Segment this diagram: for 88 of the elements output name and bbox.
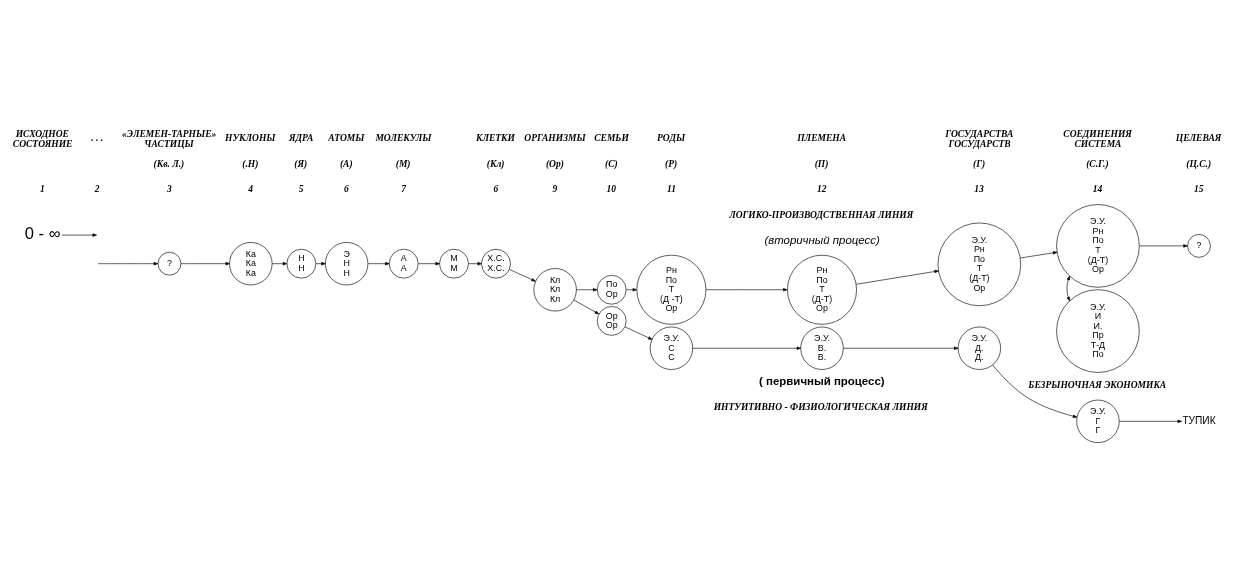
label: ПЛЕМЕНА	[797, 133, 847, 144]
arrow	[180, 262, 230, 266]
node-circle: Ка Ка Ка	[229, 242, 273, 286]
label: 2	[94, 184, 100, 195]
arrow	[509, 269, 536, 282]
label: (Ор)	[545, 158, 564, 169]
arrow	[271, 262, 288, 266]
label: ИСХОДНОЕ СОСТОЯНИЕ	[12, 129, 73, 149]
label: СЕМЬИ	[594, 133, 629, 144]
label: АТОМЫ	[328, 133, 365, 144]
node-circle: Э.У. В. В.	[800, 326, 844, 370]
node-circle: Э.У. Д. Д.	[957, 326, 1001, 370]
node-circle: По Ор	[596, 275, 627, 305]
label: 12	[816, 184, 827, 195]
arrow	[1139, 244, 1188, 248]
node-circle: Н Н	[286, 248, 317, 279]
arrow	[97, 262, 159, 266]
label: 15	[1193, 184, 1204, 195]
label: МОЛЕКУЛЫ	[375, 133, 432, 144]
label: ЦЕЛЕВАЯ	[1175, 133, 1222, 144]
label: БЕЗРЫНОЧНАЯ ЭКОНОМИКА	[1028, 379, 1167, 390]
node-circle: М М	[439, 248, 469, 279]
label: ГОСУДАРСТВА ГОСУДАРСТВ	[945, 129, 1014, 149]
label: 13	[974, 184, 984, 195]
node-circle: Э.У. Г Г	[1076, 399, 1120, 443]
label: 9	[552, 184, 558, 195]
arrow	[1020, 251, 1058, 259]
label: (.Н)	[242, 158, 259, 169]
label: РОДЫ	[657, 133, 686, 144]
label: 5	[298, 184, 304, 195]
label: 3	[166, 184, 172, 195]
arrow	[315, 262, 326, 266]
node-circle: Рн По Т (Д-Т) Ор	[787, 254, 857, 325]
label: КЛЕТКИ	[475, 133, 515, 144]
arrow	[692, 346, 802, 350]
label: «ЭЛЕМЕН-ТАРНЫЕ» ЧАСТИЦЫ	[122, 129, 217, 149]
label: НУКЛОНЫ	[225, 133, 276, 144]
arrow	[573, 299, 600, 315]
label: ОРГАНИЗМЫ	[524, 133, 586, 144]
arrow	[468, 262, 482, 266]
arrow	[705, 288, 788, 292]
label: 7	[401, 184, 406, 195]
label: (Я)	[294, 158, 308, 169]
label: 11	[666, 184, 676, 195]
arrow	[625, 288, 638, 292]
arrow	[61, 233, 97, 237]
label: (С)	[605, 158, 618, 169]
label: 4	[248, 184, 254, 195]
arrow	[842, 346, 959, 350]
node-circle: Э.У. И И. Пр Т-Д По	[1056, 289, 1140, 373]
arrow	[1066, 275, 1070, 302]
arrow	[1118, 419, 1182, 423]
node-circle: Э.У. Рн По Т (Д-Т) Ор	[937, 222, 1022, 307]
node-circle: ?	[1187, 234, 1211, 258]
label: 14	[1092, 184, 1103, 195]
arrow	[624, 326, 653, 340]
node-circle: Рн По Т (Д -Т) Ор	[636, 254, 707, 325]
label: . . .	[91, 133, 104, 144]
label: (Г)	[973, 158, 986, 169]
arrow	[417, 262, 440, 266]
label: (М)	[395, 158, 411, 169]
label: (П)	[814, 158, 829, 169]
node-circle: ?	[157, 251, 182, 276]
node-circle: А А	[388, 248, 419, 279]
label: (Ц.С.)	[1186, 158, 1212, 169]
node-text: 0 - ∞	[24, 224, 61, 244]
label: 6	[344, 184, 349, 195]
node-circle: Э.У. Рн По Т (Д-Т) Ор	[1056, 204, 1140, 288]
label: (Кл)	[486, 158, 505, 169]
label: 6	[493, 184, 499, 195]
arrow	[856, 269, 939, 285]
label: (Р)	[665, 158, 678, 169]
node-circle: Э Н Н	[325, 242, 369, 286]
arrow	[367, 262, 390, 266]
label: ИНТУИТИВНО - ФИЗИОЛОГИЧЕСКАЯ ЛИНИЯ	[713, 402, 928, 413]
label: (А)	[339, 158, 353, 169]
node-text: ТУПИК	[1182, 414, 1216, 426]
label: ЛОГИКО-ПРОИЗВОДСТВЕННАЯ ЛИНИЯ	[729, 209, 914, 220]
label: СОЕДИНЕНИЯ СИСТЕМА	[1063, 129, 1132, 149]
arrow	[576, 288, 598, 292]
label: (С.Г.)	[1086, 158, 1109, 169]
label: (вторичный процесс)	[764, 233, 880, 246]
label: 1	[40, 184, 45, 195]
arrow	[992, 364, 1078, 418]
label: ЯДРА	[288, 133, 314, 144]
label: 10	[606, 184, 617, 195]
node-circle: Х.С. Х.С.	[481, 248, 511, 279]
label: (Кв. Л.)	[153, 158, 185, 169]
